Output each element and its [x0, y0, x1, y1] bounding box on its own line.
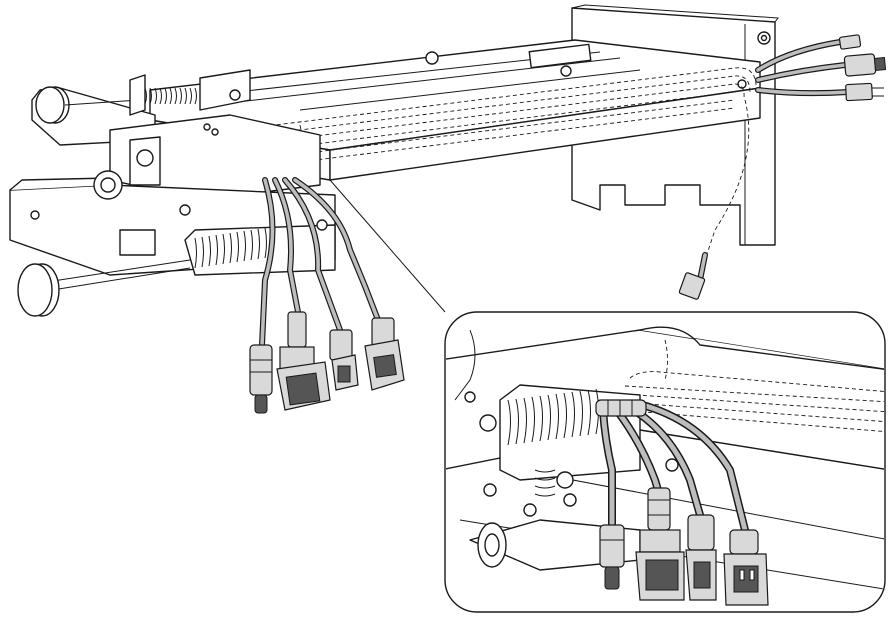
- drop-cable: [678, 252, 708, 300]
- inset-usb-connector-icon: [685, 514, 717, 601]
- usb-connector-icon: [329, 329, 359, 391]
- callout-leader-top: [329, 179, 446, 313]
- rear-cables: [755, 34, 887, 102]
- power-plug-icon: [843, 53, 877, 77]
- inset-mini-din-connector-icon: [599, 524, 625, 590]
- detail-callout-inset: [444, 311, 886, 613]
- inset-power-connector-icon: [723, 529, 769, 606]
- mini-din-connector-icon: [249, 344, 273, 414]
- inset-spring-icon: [507, 388, 599, 446]
- ac-plug-icon: [845, 82, 873, 102]
- angled-plug-icon: [678, 272, 706, 300]
- inset-vga-connector-icon: [635, 487, 685, 601]
- power-connector-icon: [364, 317, 405, 391]
- mini-plug-icon: [838, 34, 862, 50]
- top-spring-icon: [144, 87, 197, 105]
- vga-connector-icon: [276, 311, 331, 411]
- lower-spring-icon: [194, 226, 274, 269]
- front-connectors: [249, 311, 405, 414]
- front-cables: [259, 177, 381, 348]
